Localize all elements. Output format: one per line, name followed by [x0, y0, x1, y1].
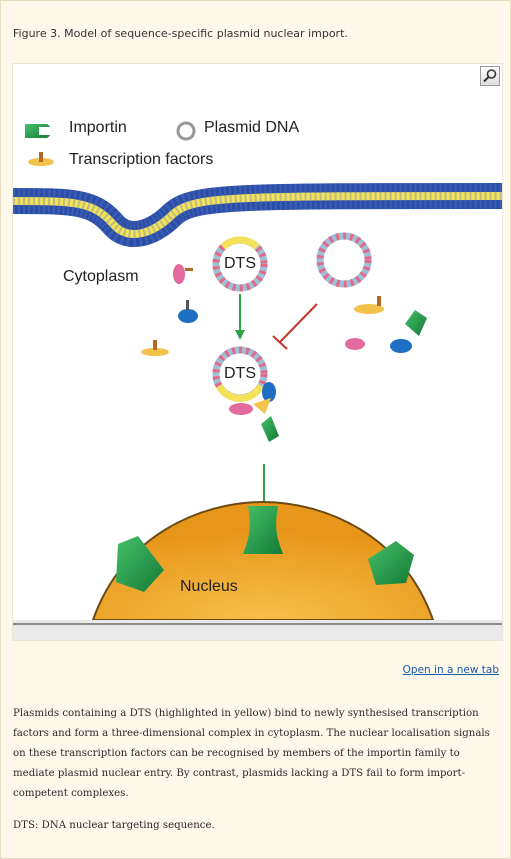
nucleus	[91, 500, 435, 621]
dts-plasmid-top	[212, 236, 268, 292]
cell-membrane	[13, 183, 502, 247]
legend-plasmid-label: Plasmid DNA	[204, 119, 300, 136]
plasmid-no-dts	[316, 232, 372, 288]
nucleus-label: Nucleus	[180, 578, 238, 595]
dts-plasmid-complex	[212, 346, 279, 442]
legend-importin-icon	[25, 124, 52, 138]
inhibition-mark	[272, 303, 318, 350]
zoom-button[interactable]	[480, 66, 500, 86]
legend-tf-label: Transcription factors	[69, 151, 214, 168]
transport-arrow-1	[235, 294, 245, 340]
open-in-new-tab-link[interactable]: Open in a new tab	[402, 664, 499, 676]
magnifier-icon	[483, 69, 497, 83]
cytoplasm-label: Cytoplasm	[63, 268, 139, 285]
scattered-factors	[141, 264, 427, 356]
dts-bottom-label: DTS	[224, 365, 256, 382]
legend-tf-icon	[28, 152, 54, 166]
legend-plasmid-icon	[176, 121, 196, 141]
figure-diagram	[13, 121, 502, 640]
abbreviation-note: DTS: DNA nuclear targeting sequence.	[13, 820, 215, 831]
legend-importin-label: Importin	[69, 119, 127, 136]
figure-description: Plasmids containing a DTS (highlighted i…	[13, 708, 490, 799]
figure-image[interactable]: Importin Plasmid DNA Transcription facto…	[12, 63, 503, 641]
figure-caption: Figure 3. Model of sequence-specific pla…	[13, 27, 348, 40]
dts-top-label: DTS	[224, 255, 256, 272]
